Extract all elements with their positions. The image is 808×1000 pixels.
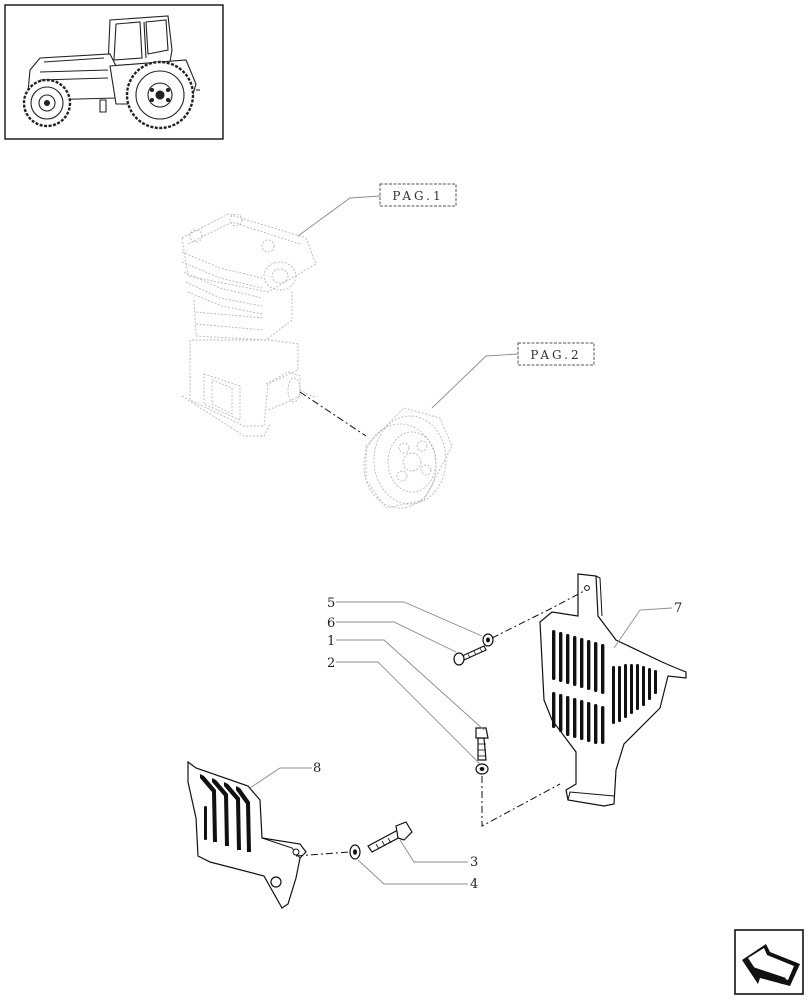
callout-8: 8 [313,761,321,776]
leader-7 [613,607,673,649]
leader-3 [399,839,468,863]
leader-6 [336,621,457,653]
tractor-icon [22,15,200,130]
shaft-axis-line [299,391,367,437]
washer-middle [475,763,489,775]
callout-1: 1 [327,634,335,649]
leader-8 [249,767,312,789]
callout-3: 3 [470,855,478,870]
shield8-slots [200,774,251,852]
tractor-thumbnail[interactable] [4,4,224,140]
leader-2 [336,661,481,765]
assembly-line-lower [295,851,351,857]
screw-middle [475,727,489,761]
heat-shield-lower [187,760,307,909]
ref-pag1[interactable]: PAG.1 [379,183,457,207]
shield7-slots-lower [552,692,605,744]
ref-pag2[interactable]: PAG.2 [517,342,595,366]
assembly-line-middle [481,776,561,827]
callout-2: 2 [327,656,335,671]
callout-5: 5 [327,596,335,611]
shield7-slots-upper [552,630,605,694]
leader-5 [336,601,483,637]
washer-upper [482,633,494,647]
leader-pag1 [297,195,381,237]
ref-pag1-label: PAG.1 [392,189,443,203]
compressor-ghost [181,213,317,437]
callout-6: 6 [327,616,335,631]
callout-4: 4 [470,877,478,892]
next-page-button[interactable] [734,929,804,995]
heat-shield-upper [539,573,687,807]
ref-pag2-label: PAG.2 [530,348,581,362]
leader-1 [336,639,485,731]
leader-pag2 [431,353,519,409]
washer-lower [349,844,361,860]
screw-lower [367,821,413,853]
shield7-slots-side [612,664,657,724]
screw-upper [453,645,487,666]
next-page-arrow-icon [742,944,800,986]
leader-4 [357,859,468,885]
assembly-line-upper [491,589,587,639]
pulley-ghost [363,407,453,509]
callout-7: 7 [674,601,682,616]
